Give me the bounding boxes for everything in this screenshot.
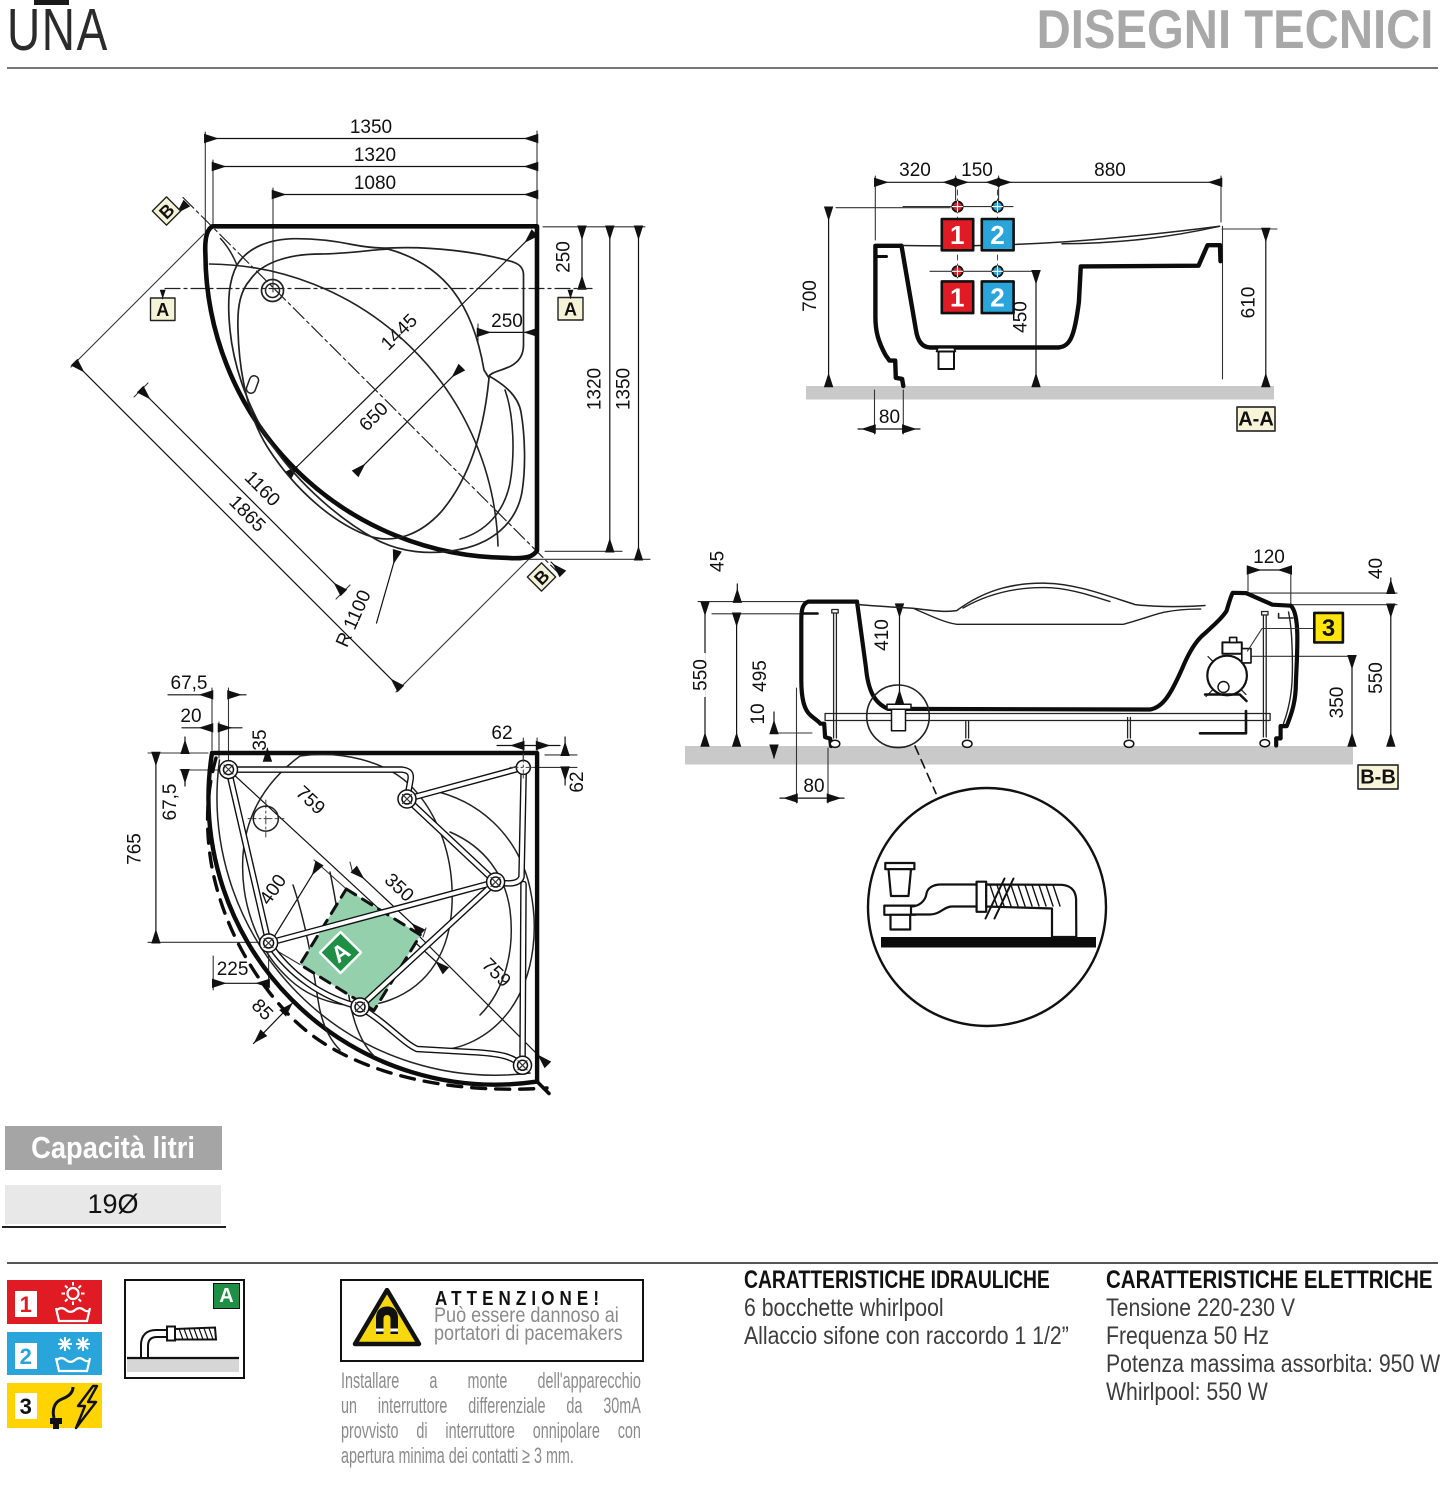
- svg-text:1350: 1350: [350, 117, 392, 138]
- svg-text:225: 225: [217, 959, 249, 980]
- svg-text:80: 80: [879, 407, 900, 428]
- svg-text:3: 3: [1322, 615, 1335, 642]
- svg-text:450: 450: [1011, 301, 1032, 333]
- svg-text:250: 250: [491, 311, 523, 332]
- svg-text:40: 40: [1366, 558, 1387, 579]
- svg-text:880: 880: [1094, 160, 1126, 181]
- svg-text:2: 2: [990, 283, 1004, 313]
- svg-text:1350: 1350: [614, 368, 635, 410]
- svg-text:2: 2: [990, 220, 1004, 250]
- svg-text:410: 410: [872, 619, 893, 651]
- svg-text:85: 85: [247, 995, 277, 1025]
- svg-text:150: 150: [961, 160, 993, 181]
- svg-text:495: 495: [750, 660, 771, 692]
- svg-text:700: 700: [800, 280, 821, 312]
- svg-text:1320: 1320: [354, 145, 396, 166]
- svg-text:550: 550: [691, 659, 712, 691]
- svg-text:1080: 1080: [354, 173, 396, 194]
- svg-text:62: 62: [491, 723, 512, 744]
- svg-text:45: 45: [708, 551, 729, 572]
- svg-text:250: 250: [554, 241, 575, 273]
- svg-text:1: 1: [950, 283, 964, 313]
- svg-text:1320: 1320: [585, 368, 606, 410]
- svg-text:67,5: 67,5: [171, 673, 208, 694]
- svg-text:20: 20: [180, 706, 201, 727]
- svg-text:350: 350: [1327, 687, 1348, 719]
- svg-text:350: 350: [380, 869, 418, 906]
- svg-text:320: 320: [899, 160, 931, 181]
- svg-text:610: 610: [1239, 287, 1260, 319]
- svg-text:B: B: [530, 566, 553, 589]
- svg-text:120: 120: [1253, 547, 1285, 568]
- svg-text:62: 62: [567, 771, 588, 792]
- svg-text:B-B: B-B: [1360, 767, 1396, 789]
- svg-text:67,5: 67,5: [160, 784, 181, 821]
- svg-text:A: A: [564, 300, 577, 320]
- svg-text:B: B: [155, 200, 178, 223]
- svg-text:A-A: A-A: [1238, 409, 1274, 431]
- svg-text:10: 10: [748, 703, 769, 724]
- svg-text:80: 80: [803, 776, 824, 797]
- svg-text:35: 35: [250, 729, 271, 750]
- svg-text:765: 765: [125, 833, 146, 865]
- svg-text:1: 1: [950, 220, 964, 250]
- svg-text:A: A: [156, 300, 169, 320]
- svg-text:550: 550: [1366, 662, 1387, 694]
